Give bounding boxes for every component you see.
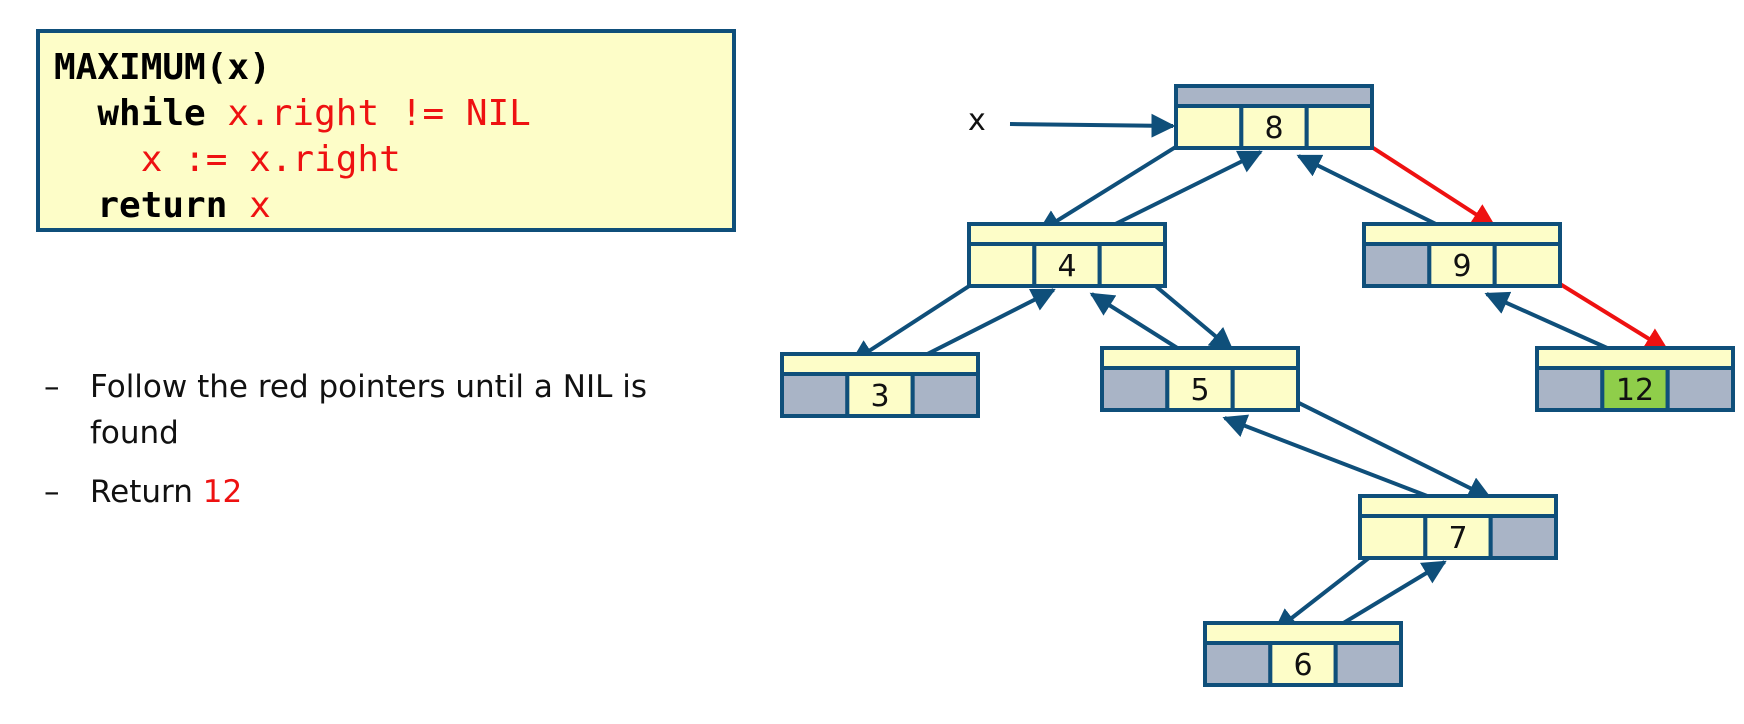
bullet-dash: –	[44, 474, 60, 510]
code-expression: x	[227, 185, 271, 226]
root-pointer-arrow	[1009, 113, 1176, 138]
tree-node-8: 8	[1174, 84, 1374, 150]
tree-node-7: 7	[1358, 494, 1558, 560]
parent-pointer-field	[1100, 346, 1300, 370]
parent-pointer-field	[1174, 84, 1374, 108]
node-key-label: 3	[870, 379, 889, 414]
parent-pointer-arrow	[1296, 154, 1453, 234]
tree-node-3: 3	[780, 352, 981, 418]
code-keyword: while	[97, 93, 206, 134]
key-field	[1239, 104, 1309, 150]
left-pointer-field	[1174, 104, 1244, 150]
right-pointer-field	[1492, 242, 1562, 288]
key-field	[845, 372, 915, 418]
bullet-return-value: – Return 12	[44, 469, 744, 515]
left-nil-field	[1100, 366, 1170, 412]
parent-pointer-field	[1358, 494, 1558, 518]
code-line: x := x.right	[54, 137, 732, 183]
code-line: MAXIMUM(x)	[54, 45, 732, 91]
return-value-highlight: 12	[202, 474, 243, 510]
tree-node-9: 9	[1362, 222, 1562, 288]
tree-node-6: 6	[1203, 621, 1403, 687]
node-key-label: 12	[1616, 373, 1654, 408]
code-expression: x.right != NIL	[205, 93, 531, 134]
right-pointer-field	[1304, 104, 1374, 150]
right-nil-field	[1333, 641, 1403, 687]
left-nil-field	[1203, 641, 1273, 687]
left-nil-field	[1535, 366, 1605, 412]
code-line: while x.right != NIL	[54, 91, 732, 137]
key-field	[1600, 366, 1670, 412]
root-pointer: x	[968, 103, 1176, 138]
bullet-dash: –	[44, 369, 60, 405]
parent-pointer-field	[967, 222, 1167, 246]
node-key-label: 5	[1190, 373, 1209, 408]
right-nil-field	[910, 372, 981, 418]
tree-node-5: 5	[1100, 346, 1300, 412]
right-nil-field	[1665, 366, 1735, 412]
parent-pointer-arrow	[1222, 414, 1449, 506]
code-keyword: MAXIMUM(x)	[54, 47, 271, 88]
parent-pointer-arrow	[1089, 292, 1192, 358]
right-pointer-field	[1230, 366, 1300, 412]
node-key-label: 8	[1264, 111, 1283, 146]
node-key-label: 9	[1452, 249, 1471, 284]
right-pointer-field	[1097, 242, 1167, 288]
code-line: return x	[54, 183, 732, 229]
pointer-label-x: x	[968, 103, 986, 138]
tree-node-4: 4	[967, 222, 1167, 288]
parent-pointer-field	[1535, 346, 1735, 370]
left-pointer-field	[967, 242, 1037, 288]
bullet-list: – Follow the red pointers until a NIL is…	[44, 364, 744, 528]
code-expression: x := x.right	[54, 139, 401, 180]
node-key-label: 4	[1057, 249, 1076, 284]
left-nil-field	[780, 372, 850, 418]
parent-pointer-field	[1203, 621, 1403, 645]
pseudocode-box: MAXIMUM(x) while x.right != NIL x := x.r…	[36, 29, 736, 232]
node-key-label: 7	[1448, 521, 1467, 556]
bullet-follow-red-pointers: – Follow the red pointers until a NIL is…	[44, 364, 744, 456]
right-nil-field	[1488, 514, 1558, 560]
left-nil-field	[1362, 242, 1432, 288]
node-key-label: 6	[1293, 648, 1312, 683]
parent-pointer-arrow	[1484, 291, 1626, 358]
left-pointer-field	[1358, 514, 1428, 560]
parent-pointer-field	[780, 352, 980, 376]
tree-node-12: 12	[1535, 346, 1735, 412]
bullet-text: Follow the red pointers until a NIL is f…	[90, 369, 647, 451]
code-keyword: return	[97, 185, 228, 226]
tree-nodes: 8 4 9 3 5 12 7 6	[780, 84, 1735, 687]
bullet-text: Return	[90, 474, 203, 510]
parent-pointer-field	[1362, 222, 1562, 246]
